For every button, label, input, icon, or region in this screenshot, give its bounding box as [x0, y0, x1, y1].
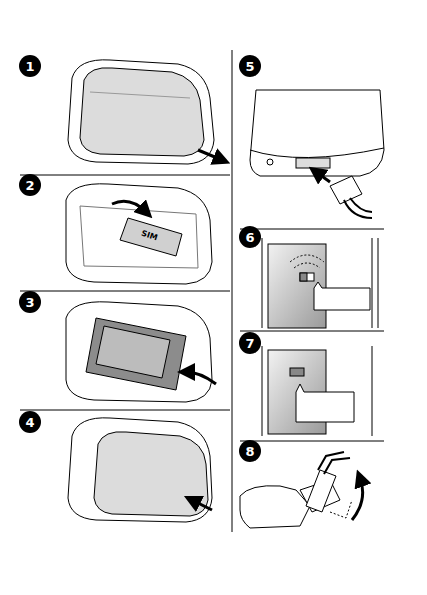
callout-number: 1 [19, 55, 41, 77]
callout-number: 2 [19, 174, 41, 196]
callout-number: 3 [19, 291, 41, 313]
callout-number: 4 [19, 411, 41, 433]
callout-number: 7 [239, 332, 261, 354]
callout-number: 6 [239, 226, 261, 248]
callout-number: 5 [239, 55, 261, 77]
callout-number: 8 [239, 440, 261, 462]
